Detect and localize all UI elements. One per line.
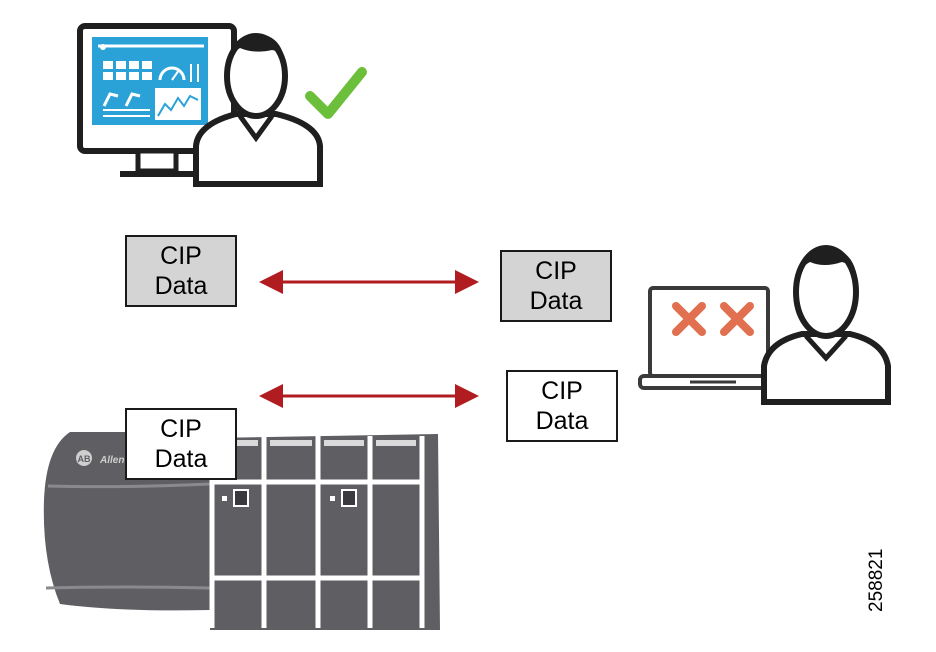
- module-slots: [209, 436, 425, 628]
- data-label: Data: [154, 272, 208, 300]
- data-label: Data: [529, 287, 583, 315]
- checkmark-icon: [305, 67, 367, 119]
- allen-bradley-logo: AB Allen-: [76, 450, 128, 466]
- operator-person-icon: [193, 33, 323, 187]
- cip-packet-controller: CIP Data: [125, 408, 237, 480]
- cip-label: CIP: [541, 377, 583, 405]
- svg-text:Allen-: Allen-: [99, 455, 128, 466]
- ethernet-port-icon: [222, 489, 357, 507]
- svg-text:AB: AB: [78, 454, 91, 464]
- cip-label: CIP: [160, 242, 202, 270]
- cip-label: CIP: [535, 257, 577, 285]
- data-label: Data: [535, 407, 589, 435]
- cross-icon: [672, 302, 754, 336]
- cip-label: CIP: [160, 415, 202, 443]
- cip-packet-attacker-received: CIP Data: [500, 250, 612, 322]
- figure-id: 258821: [866, 548, 887, 612]
- cip-packet-operator: CIP Data: [125, 235, 237, 307]
- attacker-person-icon: [761, 245, 891, 405]
- data-label: Data: [154, 445, 208, 473]
- monitor-icon: [77, 23, 237, 177]
- cip-packet-attacker-sent: CIP Data: [506, 370, 618, 442]
